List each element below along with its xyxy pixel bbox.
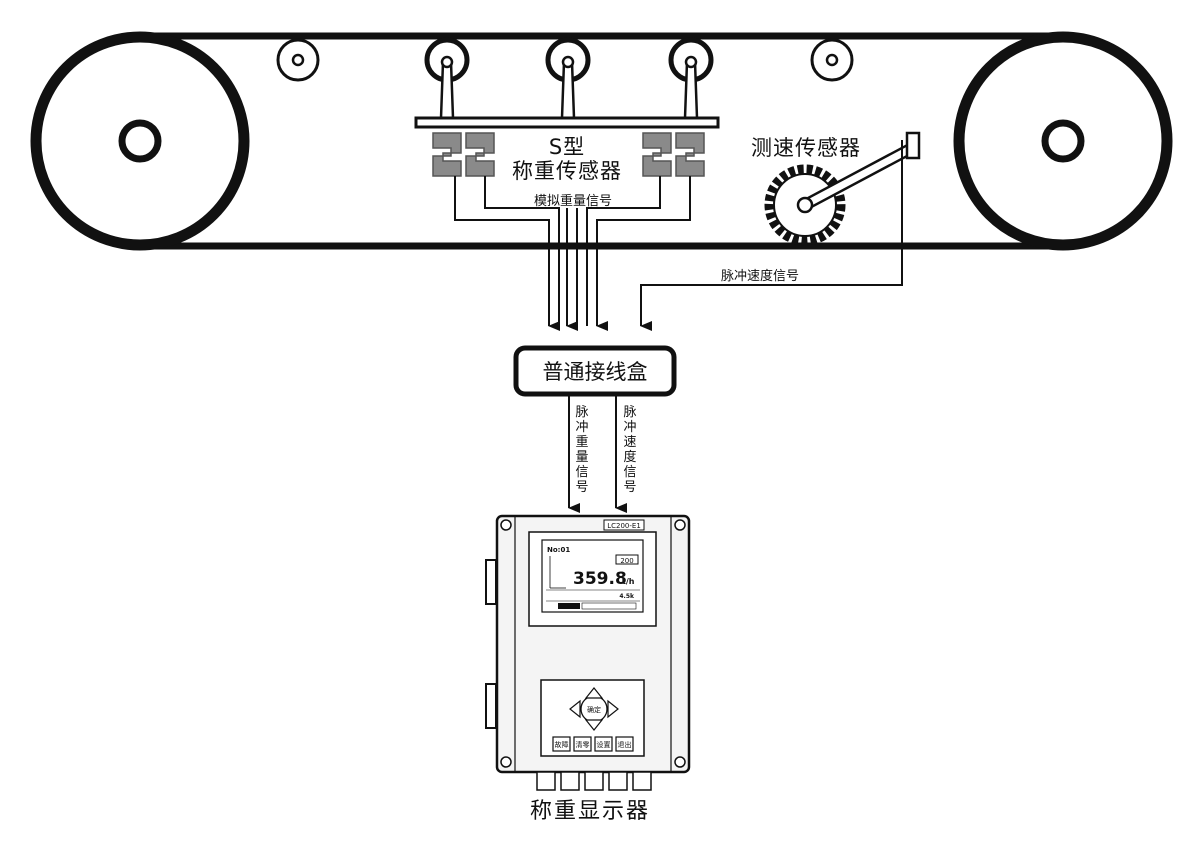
lcd-screen: No:01 200 359.8 t/h 4.5k (546, 546, 640, 610)
weigh-idler-2 (545, 37, 591, 120)
flow-unit: t/h (622, 577, 635, 586)
svg-text:冲: 冲 (575, 420, 588, 435)
svg-text:故障: 故障 (555, 740, 569, 749)
svg-text:设置: 设置 (597, 740, 611, 749)
station-label: No:01 (547, 546, 570, 554)
flow-value: 359.8 (573, 569, 627, 589)
center-key-label: 确定 (587, 705, 601, 714)
setpoint-value: 200 (620, 557, 633, 565)
load-cell-left (432, 132, 495, 177)
key-fault[interactable]: 故障 (552, 736, 571, 752)
svg-text:量: 量 (575, 450, 588, 465)
analog-weight-signal-label: 模拟重量信号 (534, 193, 612, 209)
right-pulley (953, 31, 1173, 251)
svg-text:信: 信 (575, 465, 588, 480)
pulse-speed-signal-vertical-label: 脉 冲 速 度 信 号 (623, 405, 636, 495)
signal-wires (454, 140, 903, 331)
idler-roller-5 (810, 38, 854, 82)
svg-text:清零: 清零 (576, 740, 590, 749)
total-value: 4.5k (619, 593, 635, 600)
svg-text:退出: 退出 (618, 740, 632, 749)
pulse-weight-signal-vertical-label: 脉 冲 重 量 信 号 (575, 405, 588, 495)
conveyor-belt (30, 31, 1173, 251)
weighing-indicator: LC200-E1 No:01 200 359.8 t/h 4.5k (485, 514, 691, 791)
key-settings[interactable]: 设置 (594, 736, 613, 752)
key-exit[interactable]: 退出 (615, 736, 634, 752)
svg-text:号: 号 (623, 480, 636, 495)
idler-roller-1 (276, 38, 320, 82)
svg-text:脉: 脉 (623, 405, 636, 420)
speed-sensor (764, 131, 921, 246)
svg-text:号: 号 (575, 480, 588, 495)
svg-text:重: 重 (575, 434, 588, 450)
junction-box-label: 普通接线盒 (543, 360, 648, 384)
svg-text:脉: 脉 (575, 405, 588, 420)
weigh-idler-1 (424, 37, 470, 120)
load-cell-right (642, 132, 705, 177)
load-cell-label: 称重传感器 (512, 159, 622, 183)
weigh-frame (414, 37, 720, 177)
model-label: LC200-E1 (607, 522, 641, 530)
cable-glands (536, 771, 652, 791)
svg-text:冲: 冲 (623, 420, 636, 435)
weigh-idler-3 (668, 37, 714, 120)
svg-text:速: 速 (623, 435, 636, 450)
indicator-label: 称重显示器 (530, 799, 650, 824)
direction-pad[interactable]: 确定 (569, 687, 619, 731)
speed-sensor-label: 测速传感器 (751, 136, 861, 160)
svg-text:信: 信 (623, 465, 636, 480)
svg-text:度: 度 (623, 449, 636, 465)
junction-box: 普通接线盒 (513, 345, 677, 397)
left-pulley (30, 31, 250, 251)
indicator-wires (568, 396, 627, 513)
key-clear[interactable]: 清零 (573, 736, 592, 752)
pulse-speed-signal-label: 脉冲速度信号 (721, 268, 799, 284)
s-type-label: S型 (549, 135, 585, 159)
